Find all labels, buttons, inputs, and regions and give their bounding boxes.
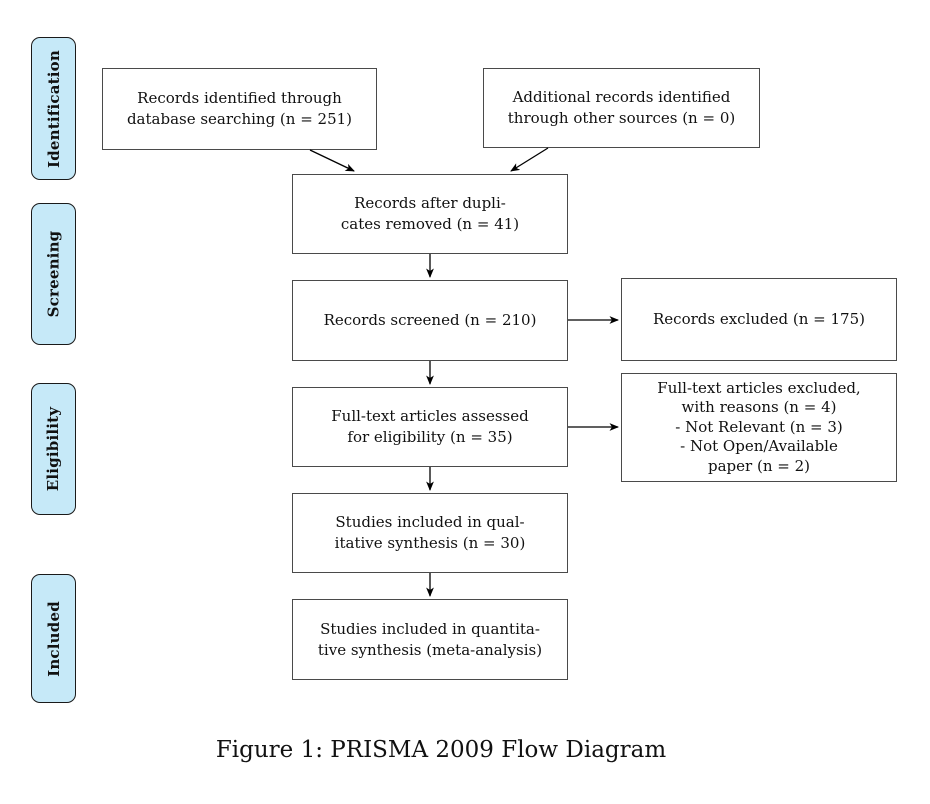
stage-label: Included [44, 600, 63, 677]
box-line: database searching (n = 251) [126, 110, 353, 128]
box-line: tive synthesis (meta-analysis) [317, 640, 543, 659]
box-quantitative-synthesis: Studies included in quantita- tive synth… [292, 599, 568, 680]
box-fulltext-excluded: Full-text articles excluded, with reason… [621, 373, 897, 482]
box-qualitative-synthesis: Studies included in qual- itative synthe… [292, 493, 568, 573]
box-line: for eligibility (n = 35) [347, 428, 513, 446]
box-line: paper (n = 2) [708, 456, 810, 475]
box-line: itative synthesis (n = 30) [334, 534, 526, 552]
box-after-duplicates: Records after dupli- cates removed (n = … [292, 174, 568, 254]
stage-label: Eligibility [44, 406, 63, 492]
box-line: Studies included in quantita- [320, 619, 540, 638]
box-line: through other sources (n = 0) [507, 109, 736, 127]
stage-screening: Screening [31, 203, 76, 345]
box-line: - Not Open/Available [680, 437, 838, 456]
box-line: Records excluded (n = 175) [653, 310, 865, 329]
stage-identification: Identification [31, 37, 76, 180]
stage-label: Screening [44, 230, 63, 318]
box-records-identified: Records identified through database sear… [102, 68, 377, 150]
box-line: Full-text articles excluded, [657, 378, 861, 397]
stage-eligibility: Eligibility [31, 383, 76, 515]
box-line: Records screened (n = 210) [323, 311, 537, 330]
arrow-identified-to-duplicates [309, 149, 355, 172]
box-line: Records after dupli- [354, 194, 506, 213]
stage-label: Identification [44, 49, 63, 168]
box-line: cates removed (n = 41) [340, 215, 520, 233]
box-records-excluded: Records excluded (n = 175) [621, 278, 897, 361]
box-line: Additional records identified [512, 88, 731, 107]
box-line: - Not Relevant (n = 3) [675, 417, 843, 436]
box-line: Full-text articles assessed [331, 407, 529, 426]
box-records-screened: Records screened (n = 210) [292, 280, 568, 361]
box-line: with reasons (n = 4) [681, 398, 837, 417]
stage-included: Included [31, 574, 76, 703]
figure-caption: Figure 1: PRISMA 2009 Flow Diagram [215, 737, 667, 763]
box-additional-records: Additional records identified through ot… [483, 68, 760, 148]
box-fulltext-assessed: Full-text articles assessed for eligibil… [292, 387, 568, 467]
box-line: Records identified through [137, 89, 342, 108]
box-line: Studies included in qual- [335, 513, 525, 532]
arrow-additional-to-duplicates [510, 147, 549, 172]
